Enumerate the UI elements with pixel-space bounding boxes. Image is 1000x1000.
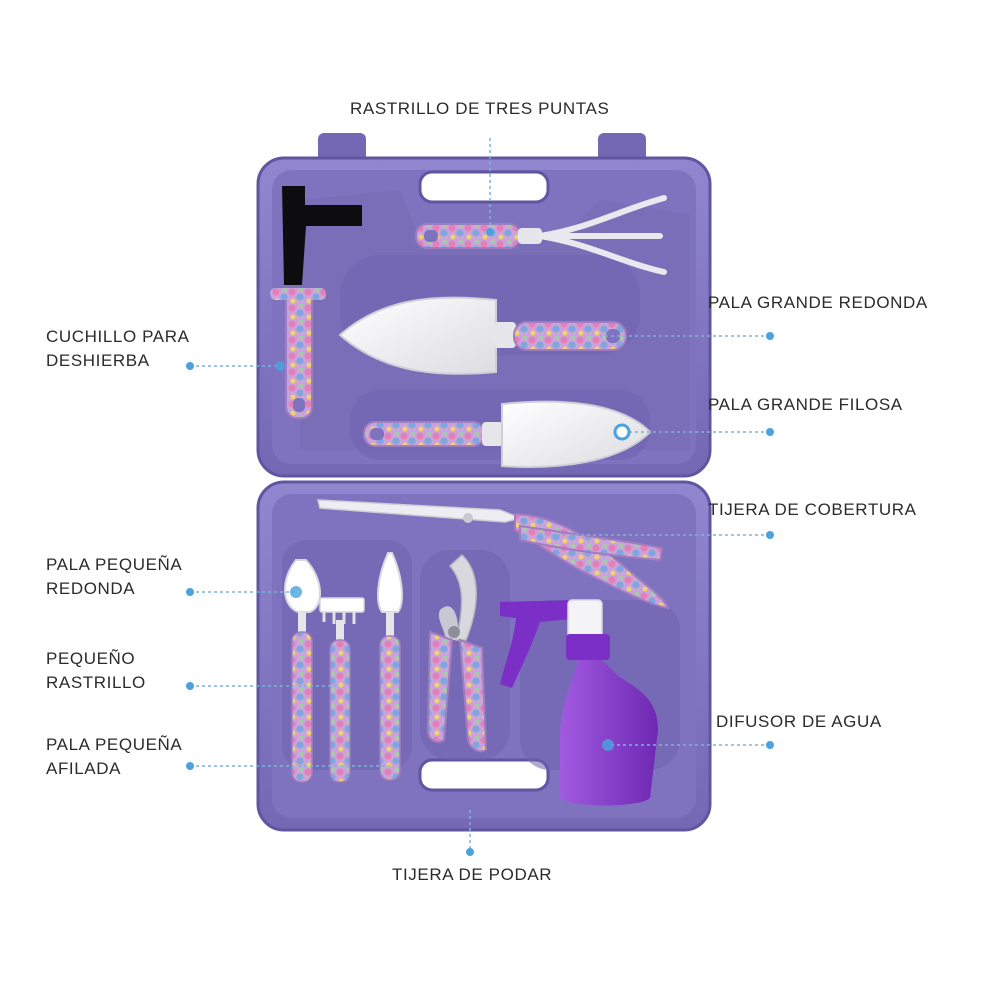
label-three-prong-rake: RASTRILLO DE TRES PUNTAS <box>350 97 609 121</box>
label-line: AFILADA <box>46 759 122 778</box>
glow-dots <box>275 361 631 751</box>
label-small-rake: PEQUEÑO RASTRILLO <box>46 647 146 695</box>
weeding-knife-tool <box>270 186 362 419</box>
dot-small-rake <box>186 682 194 690</box>
label-line: PALA PEQUEÑA <box>46 555 183 574</box>
callout-dots <box>186 228 774 856</box>
label-line: PALA GRANDE FILOSA <box>708 395 903 414</box>
dot-pruning-shears <box>466 848 474 856</box>
water-sprayer-tool <box>500 599 658 806</box>
label-hedge-shears: TIJERA DE COBERTURA <box>708 498 917 522</box>
callout-leaders <box>190 138 770 852</box>
label-line: PEQUEÑO <box>46 649 136 668</box>
label-line: REDONDA <box>46 579 136 598</box>
small-rake-tool <box>319 597 365 783</box>
label-line: DIFUSOR DE AGUA <box>716 712 882 731</box>
label-large-sharp-trowel: PALA GRANDE FILOSA <box>708 393 903 417</box>
label-large-round-trowel: PALA GRANDE REDONDA <box>708 291 928 315</box>
label-small-round-trowel: PALA PEQUEÑA REDONDA <box>46 553 182 601</box>
label-line: PALA GRANDE REDONDA <box>708 293 928 312</box>
label-water-sprayer: DIFUSOR DE AGUA <box>716 710 882 734</box>
label-line: RASTRILLO <box>46 673 146 692</box>
label-line: DESHIERBA <box>46 351 150 370</box>
large-round-trowel-tool <box>338 296 627 375</box>
dot-weeding-knife <box>186 362 194 370</box>
small-sharp-trowel-tool <box>377 552 403 781</box>
dot-large-round-trowel <box>766 332 774 340</box>
dot-large-sharp-trowel <box>766 428 774 436</box>
three-prong-rake-tool <box>415 195 667 275</box>
label-pruning-shears: TIJERA DE PODAR <box>392 863 552 887</box>
label-small-sharp-trowel: PALA PEQUEÑA AFILADA <box>46 733 182 781</box>
small-round-trowel-tool <box>283 559 322 783</box>
pruning-shears-tool <box>426 553 488 753</box>
label-line: RASTRILLO DE TRES PUNTAS <box>350 99 610 118</box>
label-weeding-knife: CUCHILLO PARA DESHIERBA <box>46 325 190 373</box>
label-line: TIJERA DE COBERTURA <box>708 500 917 519</box>
dot-rake <box>486 228 494 236</box>
label-line: TIJERA DE PODAR <box>392 865 553 884</box>
label-line: PALA PEQUEÑA <box>46 735 183 754</box>
label-line: CUCHILLO PARA <box>46 327 190 346</box>
hedge-shears-tool <box>317 499 670 610</box>
large-sharp-trowel-tool <box>363 400 652 468</box>
dot-small-sharp-trowel <box>186 762 194 770</box>
dot-small-round-trowel <box>186 588 194 596</box>
dot-hedge-shears <box>766 531 774 539</box>
dot-water-sprayer <box>766 741 774 749</box>
